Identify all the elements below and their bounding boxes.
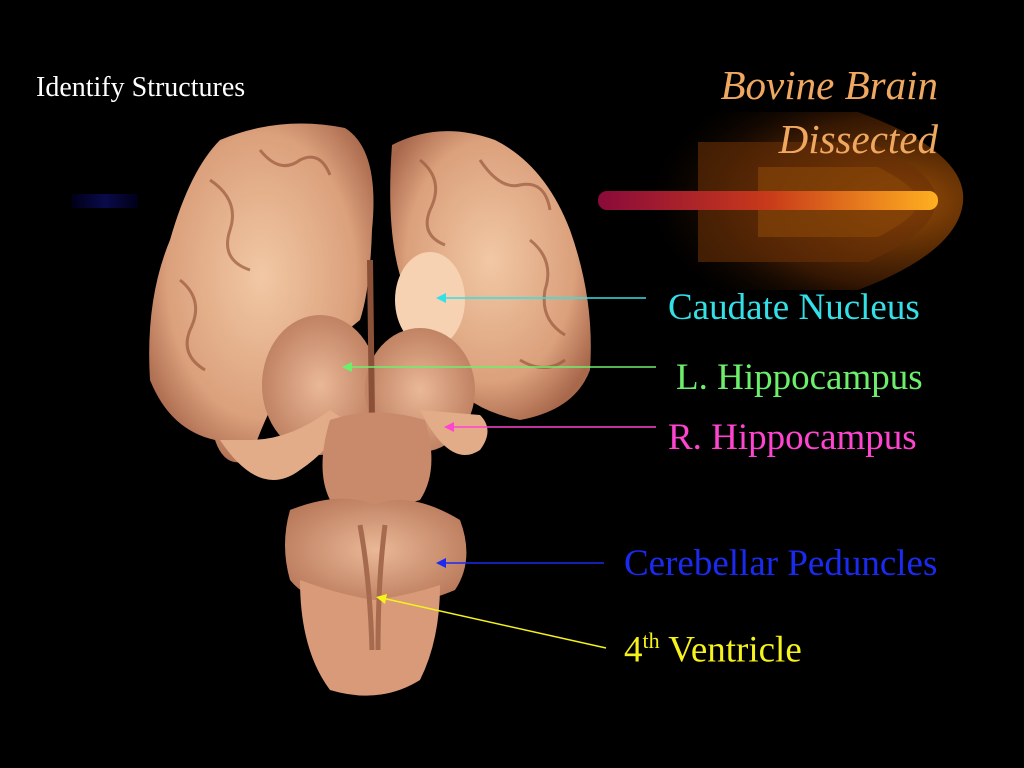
left-hemisphere <box>149 123 374 463</box>
l-hippocampus-arrow <box>342 362 656 372</box>
label-4th-ventricle: 4th Ventricle <box>624 628 802 671</box>
label-l-hippocampus-text: L. Hippocampus <box>676 357 923 398</box>
ventricle-arrow <box>376 594 607 649</box>
r-hippocampus-arrow <box>444 422 656 432</box>
label-r-hippocampus-text: R. Hippocampus <box>668 417 917 458</box>
label-r-hippocampus: R. Hippocampus <box>668 416 917 459</box>
label-peduncles-text: Cerebellar Peduncles <box>624 543 938 584</box>
label-ventricle-text: Ventricle <box>659 629 802 671</box>
caudate-arrow <box>436 293 646 303</box>
slide-title: Bovine Brain Dissected <box>721 58 938 166</box>
label-ventricle-number: 4 <box>624 629 643 671</box>
decorative-streak <box>72 194 138 208</box>
label-caudate-text: Caudate Nucleus <box>668 287 920 328</box>
label-cerebellar-peduncles: Cerebellar Peduncles <box>624 542 937 585</box>
cerebellum-region <box>285 498 467 602</box>
peduncles-arrow <box>436 558 604 568</box>
corner-text: Identify Structures <box>36 72 246 103</box>
title-line-1: Bovine Brain <box>720 62 938 108</box>
title-glow-decoration <box>598 112 964 290</box>
brainstem-upper <box>322 412 432 508</box>
label-ventricle-superscript: th <box>642 628 660 653</box>
label-l-hippocampus: L. Hippocampus <box>676 356 923 399</box>
title-line-2: Dissected <box>778 116 938 162</box>
label-caudate-nucleus: Caudate Nucleus <box>668 286 920 329</box>
